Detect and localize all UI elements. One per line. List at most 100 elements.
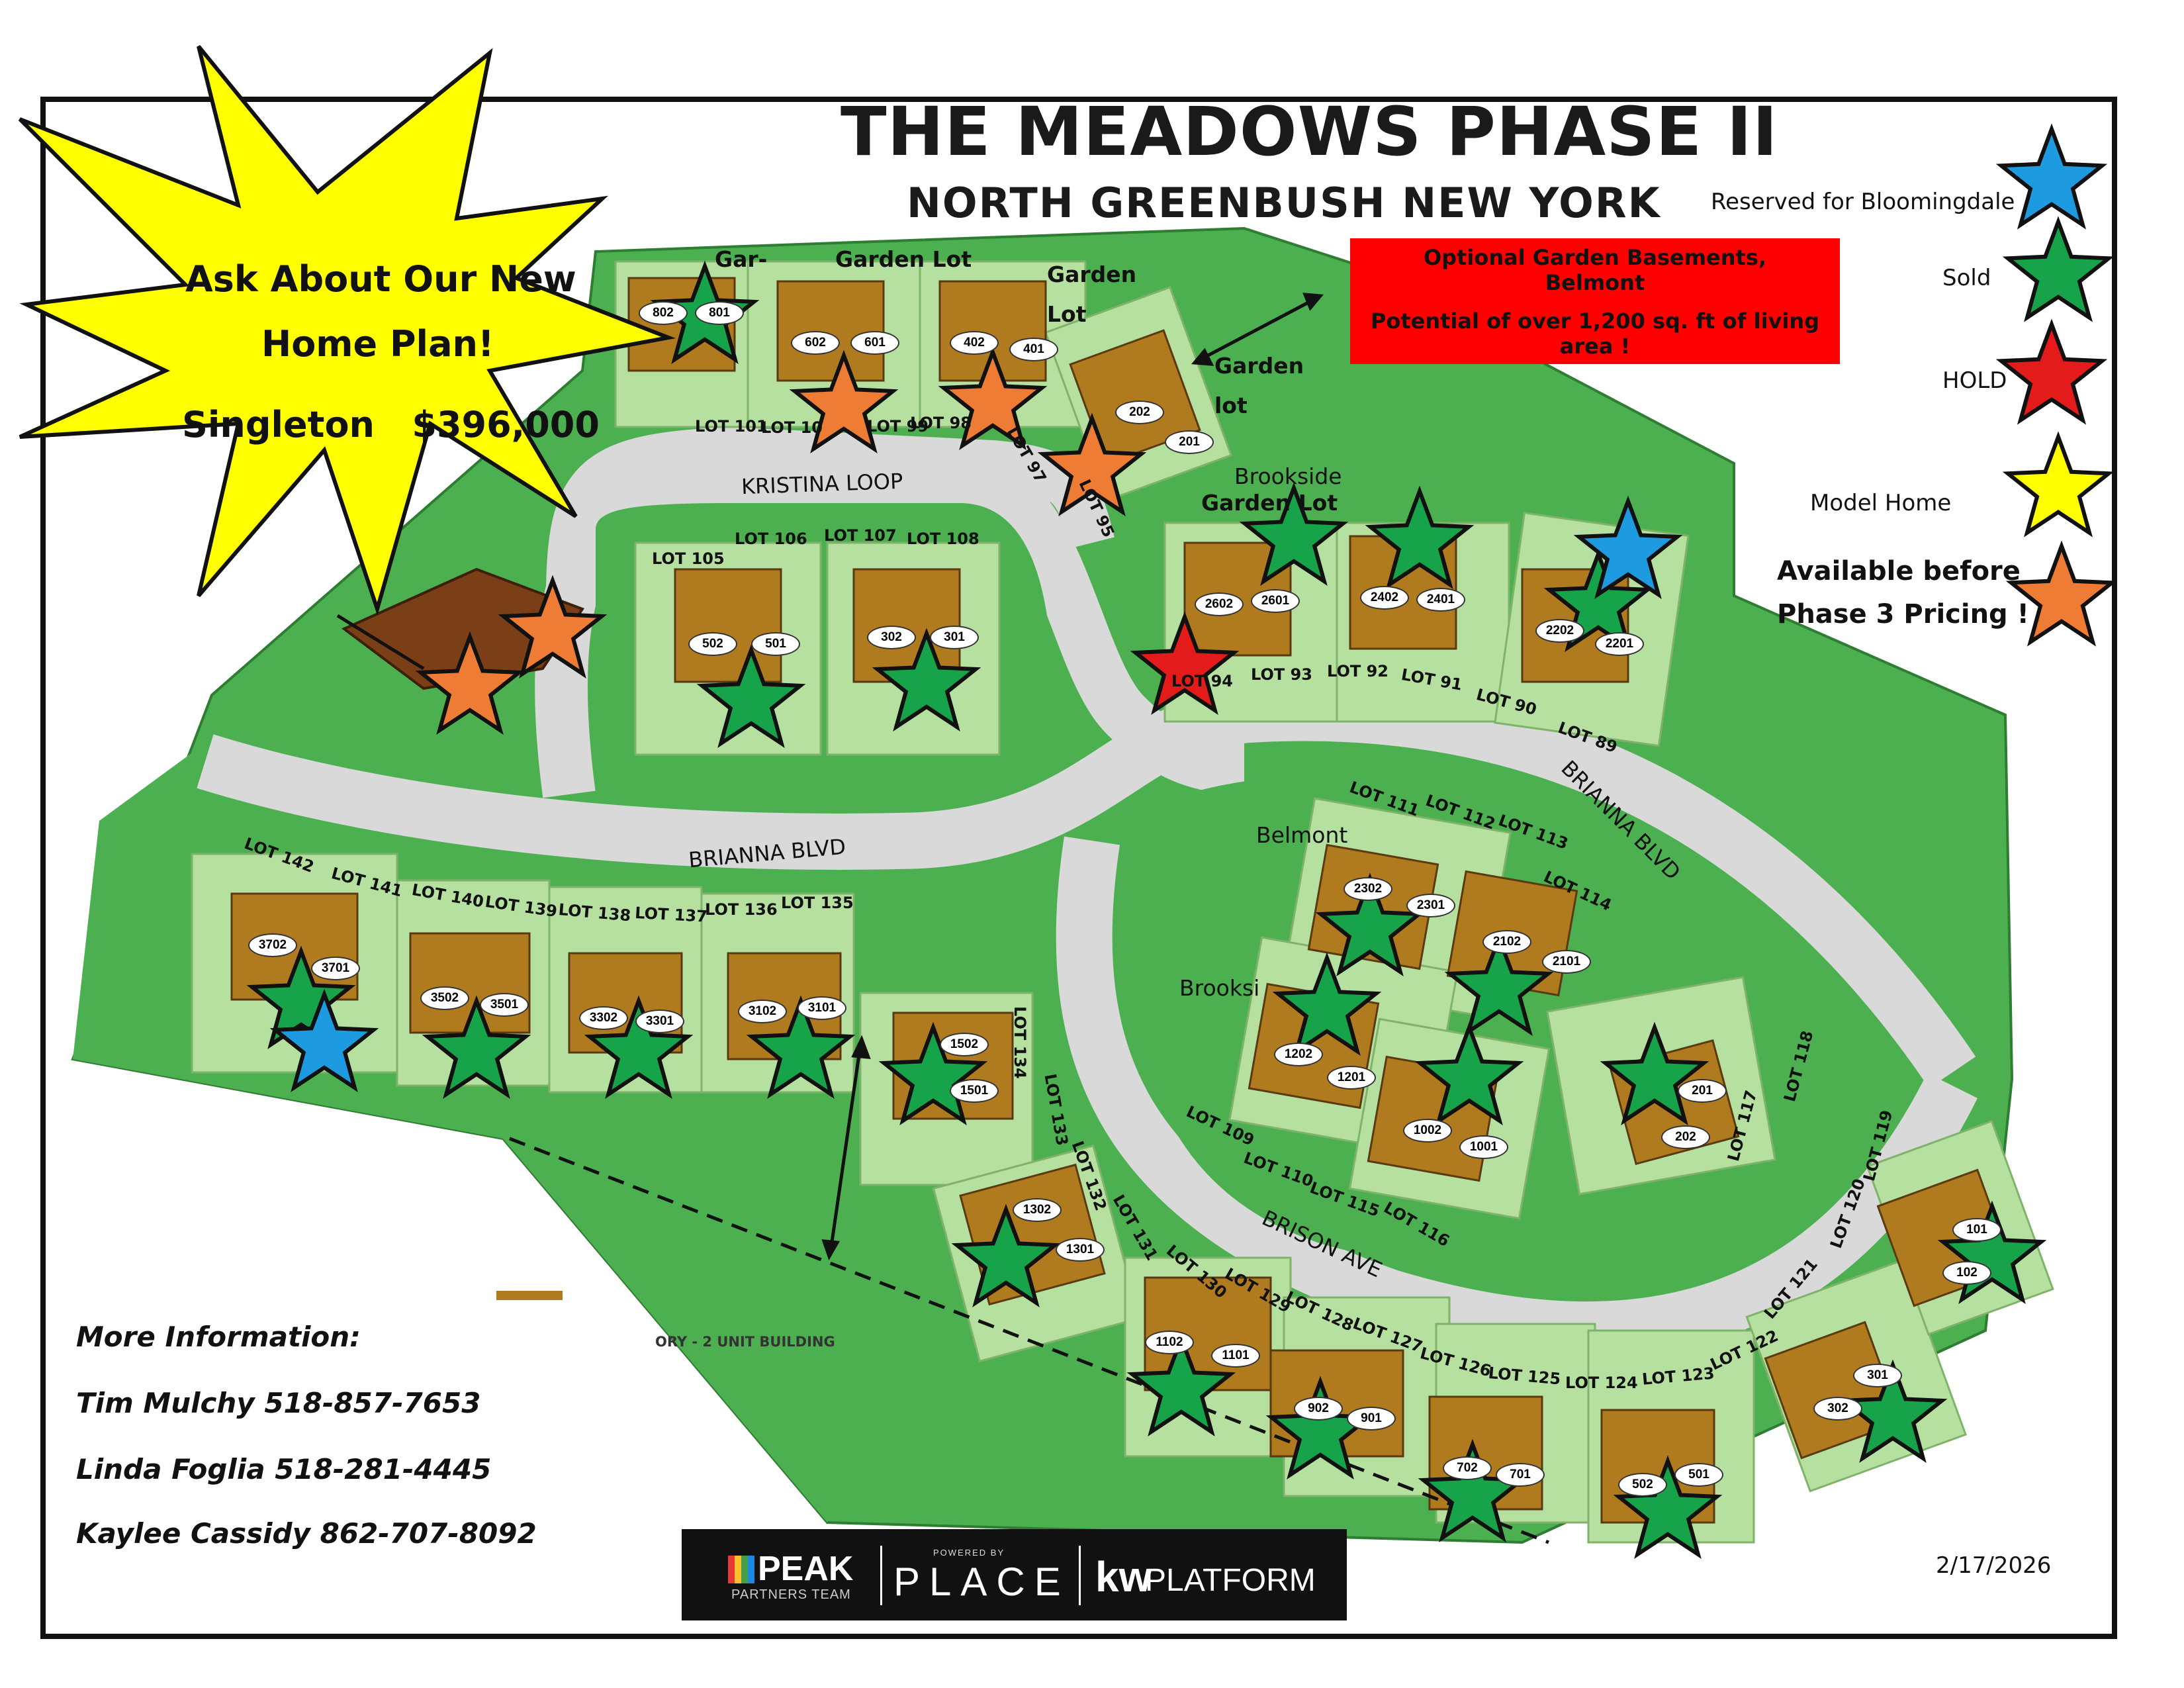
promo-starburst xyxy=(18,45,676,616)
house xyxy=(938,280,1047,382)
unit-number: 1201 xyxy=(1327,1066,1376,1090)
lot-label: LOT 106 xyxy=(735,530,807,548)
callout-brooksi: Brooksi xyxy=(1179,975,1260,1001)
unit-number: 1202 xyxy=(1274,1043,1323,1066)
contact-linda: Linda Foglia 518-281-4445 xyxy=(76,1453,492,1485)
unit-number: 601 xyxy=(850,331,899,355)
house xyxy=(776,280,885,382)
scale-bar xyxy=(496,1291,563,1300)
callout-garden-right-2: Lot xyxy=(1047,301,1087,327)
lot-label: LOT 94 xyxy=(1171,672,1233,690)
status-star-green xyxy=(1315,872,1425,977)
promo-line-1: Ask About Our New xyxy=(185,258,576,300)
status-star-orange xyxy=(498,575,608,679)
unit-number: 201 xyxy=(1678,1079,1727,1103)
unit-number: 3301 xyxy=(635,1009,684,1033)
notice-line-1: Optional Garden Basements, xyxy=(1423,245,1767,270)
legend-model: Model Home xyxy=(1810,490,1952,516)
unit-number: 2401 xyxy=(1416,588,1465,612)
unit-number: 102 xyxy=(1942,1261,1991,1285)
status-star-blue xyxy=(269,988,379,1093)
unit-number: 701 xyxy=(1496,1463,1545,1487)
unit-number: 301 xyxy=(1853,1364,1902,1387)
promo-line-2: Home Plan! xyxy=(261,323,494,365)
house xyxy=(1069,329,1201,465)
unit-number: 101 xyxy=(1952,1218,2001,1242)
legend-stars xyxy=(1995,123,2118,647)
status-star-green xyxy=(422,995,531,1100)
status-star-green xyxy=(1543,548,1653,653)
peak-text: PEAK xyxy=(758,1550,854,1588)
callout-garden-lot-brookside: Garden Lot xyxy=(1201,490,1338,516)
legend-star-yellow xyxy=(2002,431,2115,538)
unit-number: 302 xyxy=(1813,1397,1862,1421)
legend-available-2: Phase 3 Pricing ! xyxy=(1777,599,2029,630)
unit-number: 202 xyxy=(1115,400,1164,424)
lot-label: LOT 136 xyxy=(705,900,778,919)
peak-logo-icon xyxy=(728,1556,754,1583)
unit-number: 2602 xyxy=(1195,592,1244,616)
status-star-orange xyxy=(938,346,1048,451)
unit-number: 3702 xyxy=(248,933,297,957)
unit-number: 602 xyxy=(791,331,840,355)
unit-number: 1001 xyxy=(1459,1135,1508,1159)
unit-number: 401 xyxy=(1009,338,1058,361)
property-line xyxy=(509,1137,1549,1544)
lot-label: LOT 134 xyxy=(1011,1006,1029,1079)
legend-sold: Sold xyxy=(1942,265,1991,291)
legend-reserved: Reserved for Bloomingdale xyxy=(1711,189,2015,215)
building-note: ORY - 2 UNIT BUILDING xyxy=(655,1334,835,1350)
garden-basement-notice: Optional Garden Basements, Belmont Poten… xyxy=(1350,238,1840,364)
lot-label: LOT 137 xyxy=(634,904,708,926)
lot-label: LOT 98 xyxy=(910,414,972,432)
legend-available-1: Available before xyxy=(1777,556,2021,586)
status-star-orange xyxy=(1037,412,1147,517)
unit-number: 2201 xyxy=(1595,632,1644,656)
unit-number: 501 xyxy=(1674,1463,1723,1487)
unit-number: 2102 xyxy=(1482,930,1531,954)
unit-number: 2601 xyxy=(1251,589,1300,613)
callout-garden-right-1: Garden xyxy=(1047,261,1137,287)
unit-number: 3701 xyxy=(311,957,360,980)
status-star-green xyxy=(872,628,981,732)
unit-number: 902 xyxy=(1294,1397,1343,1421)
arrow xyxy=(336,614,425,671)
lot-label: LOT 10 xyxy=(761,418,823,437)
place-text: PLACE xyxy=(893,1560,1070,1604)
status-star-orange xyxy=(789,350,899,454)
lot-label: LOT 107 xyxy=(824,526,897,545)
peak-sub: PARTNERS TEAM xyxy=(731,1587,851,1602)
legend-star-green xyxy=(2002,216,2115,322)
unit-number: 201 xyxy=(1165,430,1214,454)
unit-number: 202 xyxy=(1661,1125,1710,1149)
unit-number: 1102 xyxy=(1145,1331,1194,1354)
brand-logo-strip: PEAK PARTNERS TEAM POWERED BY PLACE kw P… xyxy=(682,1529,1347,1620)
house xyxy=(852,568,961,683)
unit-number: 502 xyxy=(688,632,737,656)
status-star-green xyxy=(878,1021,988,1126)
powered-by: POWERED BY xyxy=(933,1548,1005,1558)
road-brianna-blvd xyxy=(197,684,1976,1088)
status-star-green xyxy=(1414,1021,1524,1126)
unit-number: 901 xyxy=(1347,1407,1396,1430)
lot-label: LOT 105 xyxy=(652,549,725,568)
unit-number: 1501 xyxy=(950,1079,999,1103)
house xyxy=(674,568,782,683)
unit-number: 1302 xyxy=(1013,1198,1062,1222)
contact-heading: More Information: xyxy=(76,1321,361,1353)
arrow-head xyxy=(1191,348,1214,366)
lot-label: LOT 108 xyxy=(907,530,979,548)
status-star-green xyxy=(1126,1333,1236,1437)
status-star-green xyxy=(1937,1200,2047,1305)
contact-tim: Tim Mulchy 518-857-7653 xyxy=(76,1387,481,1419)
status-star-green xyxy=(1272,952,1382,1056)
arrow xyxy=(1197,296,1318,363)
unit-number: 302 xyxy=(867,626,916,649)
status-star-orange xyxy=(415,631,525,735)
arrow-head xyxy=(851,1035,871,1059)
contact-kaylee: Kaylee Cassidy 862-707-8092 xyxy=(76,1517,537,1550)
lot-label: LOT 93 xyxy=(1251,665,1312,684)
unit-number: 3501 xyxy=(480,993,529,1017)
unit-number: 3102 xyxy=(738,1000,787,1023)
unit-number: 3101 xyxy=(797,996,846,1020)
